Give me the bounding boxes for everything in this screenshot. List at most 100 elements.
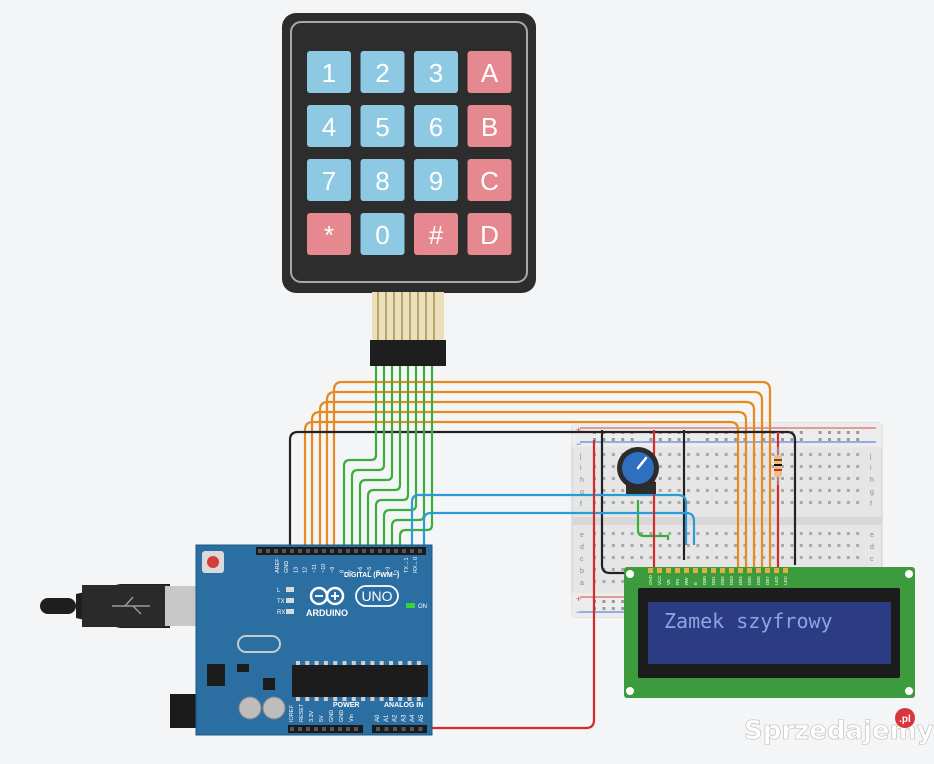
- row-letter: d: [580, 544, 584, 551]
- row-letter: d: [870, 544, 874, 551]
- row-letter: i: [870, 465, 872, 472]
- row-letter: c: [870, 556, 874, 563]
- pin-label: RX←0: [413, 557, 419, 573]
- arduino-board: ARDUINO UNO DIGITAL (PWM~) POWER ANALOG …: [40, 544, 433, 736]
- pin-label: 12: [303, 567, 309, 573]
- keypad-key[interactable]: 8: [360, 159, 405, 201]
- pin-label: TX→1: [404, 557, 410, 573]
- lcd-pin-label: DB1: [711, 576, 716, 585]
- pin-label: ~6: [358, 567, 364, 573]
- keypad-key[interactable]: 5: [360, 105, 405, 147]
- pin-label: ~9: [330, 567, 336, 573]
- pin-label: IOREF: [289, 705, 295, 722]
- led-label: L: [277, 588, 281, 594]
- keypad-key-label: 7: [322, 166, 336, 196]
- keypad-key[interactable]: 2: [360, 51, 405, 93]
- pin-label: AREF: [275, 558, 281, 573]
- crystal: [237, 635, 281, 653]
- keypad-key[interactable]: C: [467, 159, 512, 201]
- keypad-key[interactable]: *: [307, 213, 351, 255]
- arduino-brand: ARDUINO: [306, 608, 348, 618]
- pin-label: A4: [410, 714, 416, 722]
- keypad-key[interactable]: 4: [307, 105, 351, 147]
- lcd-pin-label: E: [693, 582, 698, 585]
- wires: [288, 360, 797, 730]
- pin-label: GND: [329, 710, 335, 722]
- power-label: POWER: [333, 702, 359, 709]
- row-letter: g: [870, 489, 874, 496]
- led-label: RX: [277, 610, 285, 616]
- on-led: [406, 603, 415, 608]
- keypad-key[interactable]: #: [414, 213, 458, 255]
- wire-red: [425, 440, 596, 730]
- pin-label: A1: [384, 714, 390, 722]
- keypad-key-label: *: [324, 220, 334, 250]
- arduino-logo: [309, 586, 345, 606]
- keypad-key-label: B: [481, 112, 498, 142]
- pin-label: Vin: [349, 714, 355, 722]
- keypad-key[interactable]: 7: [307, 159, 351, 201]
- row-letter: h: [580, 477, 584, 484]
- keypad-key[interactable]: D: [467, 213, 512, 255]
- pin-label: GND: [339, 710, 345, 722]
- lcd-pin-label: DB4: [738, 576, 743, 585]
- digital-label: DIGITAL (PWM~): [344, 572, 399, 579]
- keypad-key-label: C: [480, 166, 499, 196]
- pin-label: RESET: [299, 703, 305, 722]
- row-letter: j: [869, 453, 872, 460]
- usb-icon: [112, 596, 150, 615]
- usb-cable: [40, 598, 76, 614]
- lcd-pin-label: DB2: [720, 576, 725, 585]
- row-letter: f: [870, 501, 872, 508]
- pin-label: GND: [284, 561, 290, 573]
- wire-green: [382, 360, 418, 550]
- analog-label: ANALOG IN: [384, 702, 423, 709]
- pin-label: 5V: [319, 715, 325, 722]
- pin-label: 7: [349, 570, 355, 573]
- pin-label: A5: [419, 714, 425, 722]
- lcd-pin-label: DB7: [765, 576, 770, 585]
- watermark-text: Sprzedajemy: [744, 716, 934, 746]
- wire-orange: [325, 390, 764, 575]
- row-letter: i: [580, 465, 582, 472]
- keypad-key[interactable]: 6: [414, 105, 458, 147]
- keypad-key[interactable]: 9: [414, 159, 458, 201]
- wire-green: [374, 360, 410, 550]
- pin-label: ~10: [321, 564, 327, 573]
- keypad-key-label: D: [480, 220, 499, 250]
- keypad-key[interactable]: 0: [360, 213, 405, 255]
- row-letter: e: [870, 532, 874, 539]
- potentiometer[interactable]: [617, 447, 659, 494]
- breadboard-row-letters: jjiihhggffeeddccbbaa: [579, 453, 874, 587]
- wire-blue: [422, 511, 696, 550]
- watermark: Sprzedajemy .pl: [744, 708, 934, 746]
- watermark-suffix: .pl: [899, 714, 911, 725]
- row-letter: b: [580, 568, 584, 575]
- keypad-key[interactable]: 1: [307, 51, 351, 93]
- lcd-pin-label: DB6: [756, 576, 761, 585]
- wire-orange: [318, 400, 756, 575]
- row-letter: a: [580, 580, 584, 587]
- keypad-key-label: 2: [375, 58, 389, 88]
- pin-label: ~11: [312, 564, 318, 573]
- svg-text:+: +: [576, 425, 581, 435]
- lcd-pin-label: DB0: [702, 576, 707, 585]
- wire-blue: [410, 493, 688, 550]
- keypad-key[interactable]: 3: [414, 51, 458, 93]
- pin-label: A3: [401, 714, 407, 722]
- row-letter: f: [580, 501, 582, 508]
- pin-label: 8: [339, 570, 345, 573]
- pin-label: 13: [293, 567, 299, 573]
- keypad-key[interactable]: A: [467, 51, 512, 93]
- pin-label: ~3: [385, 567, 391, 573]
- lcd-pin-label: RW: [684, 577, 689, 585]
- keypad-key-label: 0: [375, 220, 389, 250]
- keypad-key[interactable]: B: [467, 105, 512, 147]
- lcd-text: Zamek szyfrowy: [664, 609, 833, 633]
- keypad-key-label: #: [429, 220, 444, 250]
- wire-orange: [310, 410, 748, 575]
